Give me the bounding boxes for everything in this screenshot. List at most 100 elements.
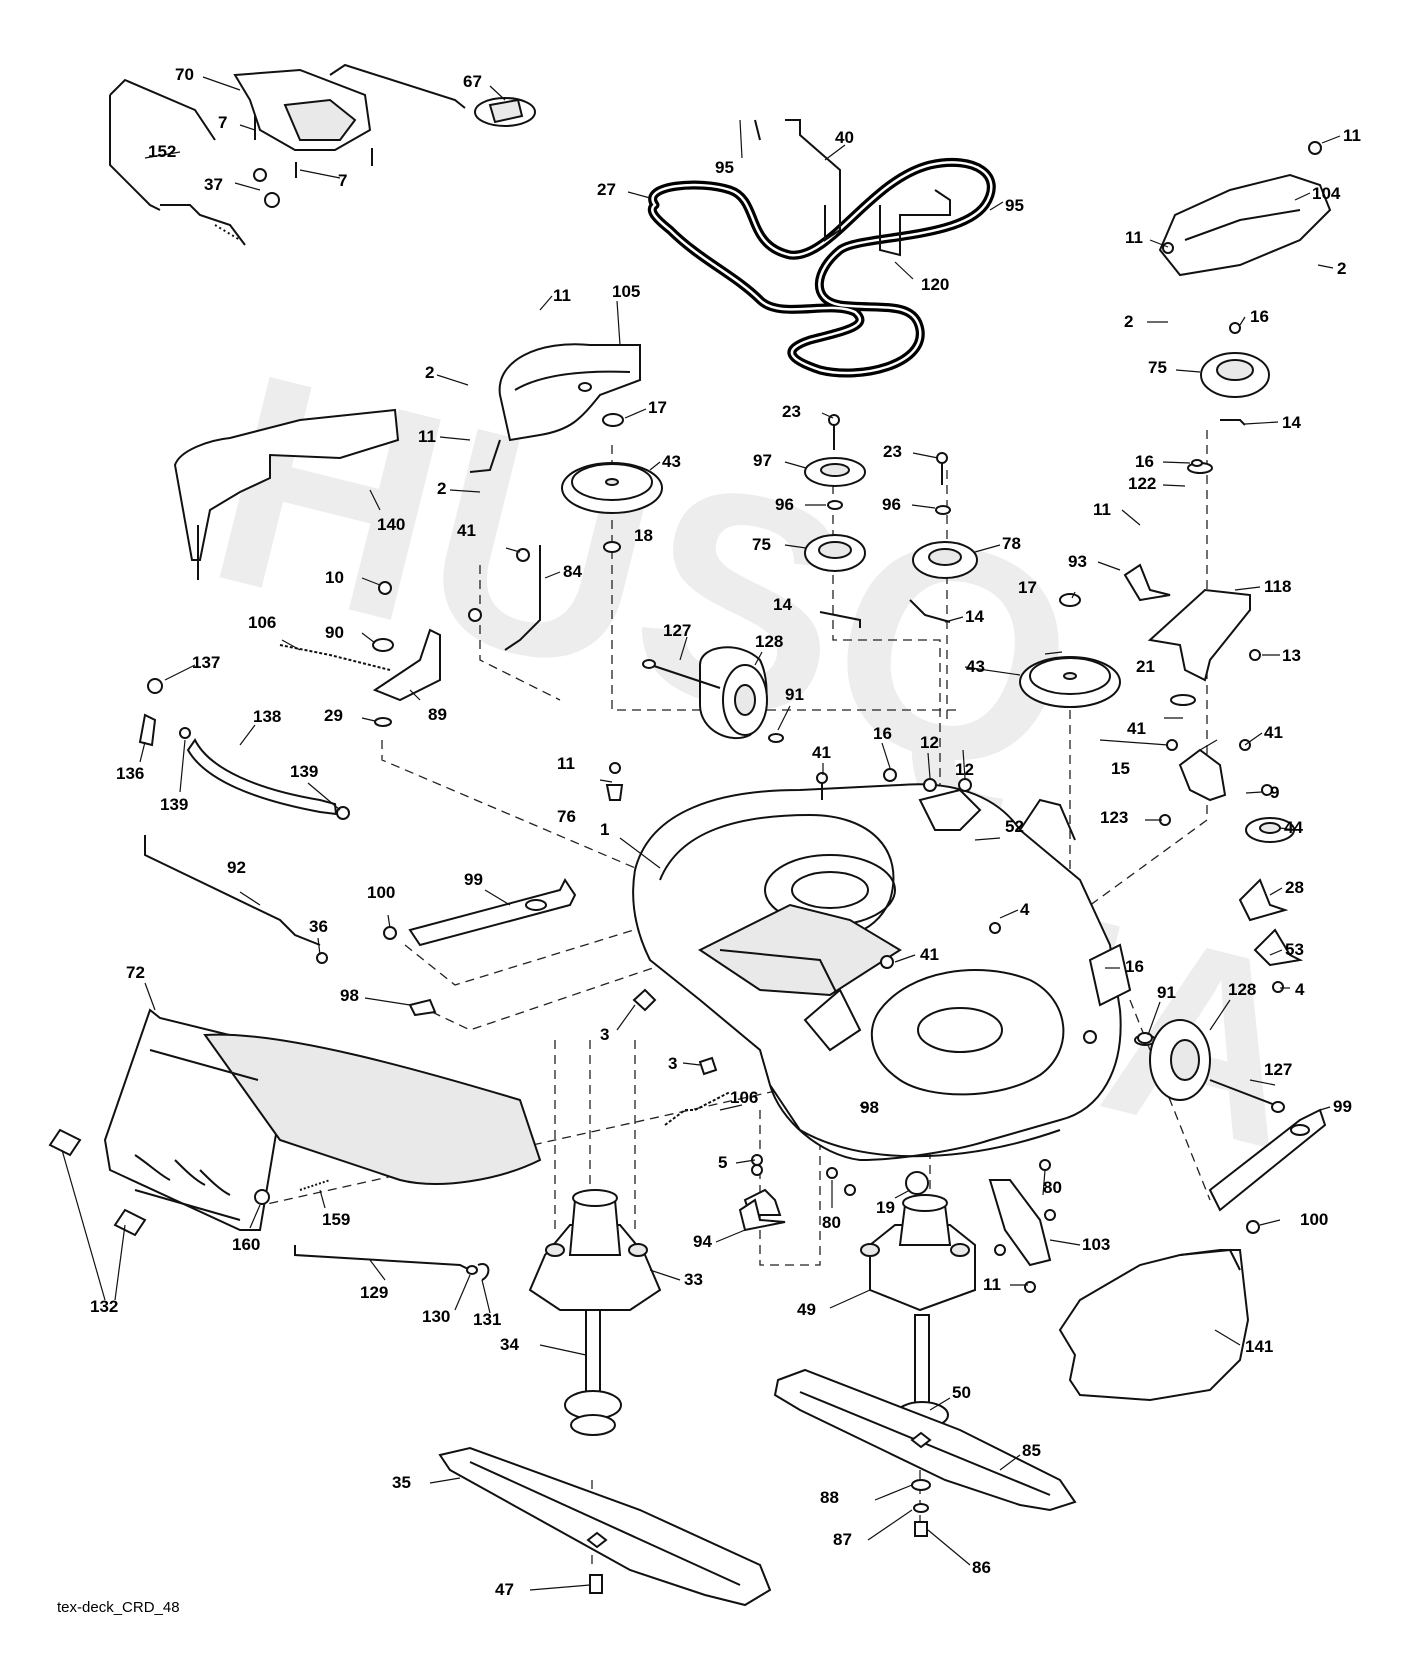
part-label: 18 bbox=[634, 526, 653, 545]
part-label: 11 bbox=[1093, 500, 1111, 519]
part-label: 11 bbox=[418, 427, 436, 446]
part-label: 23 bbox=[782, 402, 801, 421]
part-label: 4 bbox=[1295, 980, 1305, 999]
part-label: 84 bbox=[563, 562, 582, 581]
wash-hose bbox=[138, 678, 350, 820]
part-label: 95 bbox=[1005, 196, 1024, 215]
part-label: 67 bbox=[463, 72, 482, 91]
part-label: 122 bbox=[1128, 474, 1156, 493]
part-label: 106 bbox=[248, 613, 276, 632]
spindle-housing-left bbox=[528, 1189, 662, 1311]
spindle-housing-right bbox=[860, 1194, 976, 1312]
part-label: 80 bbox=[822, 1213, 841, 1232]
part-label: 128 bbox=[755, 632, 783, 651]
drive-belt bbox=[647, 157, 996, 378]
part-label: 88 bbox=[820, 1488, 839, 1507]
part-label: 152 bbox=[148, 142, 176, 161]
part-label: 127 bbox=[1264, 1060, 1292, 1079]
part-label: 41 bbox=[457, 521, 476, 540]
part-label: 159 bbox=[322, 1210, 350, 1229]
part-label: 40 bbox=[835, 128, 854, 147]
part-label: 105 bbox=[612, 282, 640, 301]
part-label: 141 bbox=[1245, 1337, 1273, 1356]
blade-right bbox=[773, 1368, 1077, 1537]
part-label: 14 bbox=[965, 607, 984, 626]
part-label: 103 bbox=[1082, 1235, 1110, 1254]
part-label: 98 bbox=[860, 1098, 879, 1117]
part-label: 10 bbox=[325, 568, 344, 587]
deck-hardware bbox=[605, 762, 1056, 1293]
part-label: 21 bbox=[1136, 657, 1155, 676]
part-label: 75 bbox=[1148, 358, 1167, 377]
part-label: 100 bbox=[1300, 1210, 1328, 1229]
part-label: 92 bbox=[227, 858, 246, 877]
part-label: 99 bbox=[464, 870, 483, 889]
part-label: 41 bbox=[1127, 719, 1146, 738]
pulley-43-right bbox=[1019, 656, 1121, 708]
part-label: 85 bbox=[1022, 1441, 1041, 1460]
part-label: 12 bbox=[955, 760, 974, 779]
part-label: 41 bbox=[920, 945, 939, 964]
blade-left bbox=[438, 1446, 772, 1607]
part-label: 7 bbox=[218, 113, 227, 132]
part-label: 23 bbox=[883, 442, 902, 461]
part-label: 1 bbox=[600, 820, 609, 839]
part-label: 89 bbox=[428, 705, 447, 724]
discharge-chute bbox=[103, 1008, 542, 1231]
part-label: 35 bbox=[392, 1473, 411, 1492]
part-label: 5 bbox=[718, 1153, 727, 1172]
part-label: 72 bbox=[126, 963, 145, 982]
hardware-small bbox=[602, 322, 1246, 706]
belt-cover-left bbox=[469, 343, 641, 473]
part-label: 96 bbox=[775, 495, 794, 514]
part-label: 15 bbox=[1111, 759, 1130, 778]
part-label: 47 bbox=[495, 1580, 514, 1599]
part-label: 16 bbox=[1250, 307, 1269, 326]
part-label: 11 bbox=[557, 754, 575, 773]
part-label: 17 bbox=[648, 398, 667, 417]
part-label: 11 bbox=[553, 286, 571, 305]
part-label: 2 bbox=[1124, 312, 1133, 331]
part-label: 138 bbox=[253, 707, 281, 726]
part-label: 17 bbox=[1018, 578, 1037, 597]
guard-103 bbox=[988, 1179, 1052, 1267]
part-label: 137 bbox=[192, 653, 220, 672]
part-label: 139 bbox=[290, 762, 318, 781]
deck-shield-141 bbox=[1058, 1248, 1250, 1402]
part-label: 129 bbox=[360, 1283, 388, 1302]
part-label: 19 bbox=[876, 1198, 895, 1217]
part-label: 16 bbox=[1135, 452, 1154, 471]
part-label: 12 bbox=[920, 733, 939, 752]
part-label: 36 bbox=[309, 917, 328, 936]
part-label: 98 bbox=[340, 986, 359, 1005]
part-label: 37 bbox=[204, 175, 223, 194]
idler-pulley-78 bbox=[912, 541, 978, 579]
pulley-43-left bbox=[561, 462, 663, 514]
part-label: 34 bbox=[500, 1335, 519, 1354]
part-labels: 70 67 7 7 152 37 95 40 27 95 120 11 104 … bbox=[90, 65, 1361, 1599]
part-label: 41 bbox=[812, 743, 831, 762]
part-label: 160 bbox=[232, 1235, 260, 1254]
part-label: 2 bbox=[437, 479, 446, 498]
belt-cover-right bbox=[1158, 141, 1332, 277]
part-label: 95 bbox=[715, 158, 734, 177]
part-label: 139 bbox=[160, 795, 188, 814]
part-label: 11 bbox=[983, 1275, 1001, 1294]
brackets-right bbox=[996, 563, 1304, 993]
part-label: 128 bbox=[1228, 980, 1256, 999]
leader-lines bbox=[61, 76, 1341, 1591]
part-label: 96 bbox=[882, 495, 901, 514]
part-label: 87 bbox=[833, 1530, 852, 1549]
idler-pulley-75-center bbox=[804, 534, 866, 572]
part-label: 90 bbox=[325, 623, 344, 642]
part-label: 91 bbox=[785, 685, 804, 704]
part-label: 14 bbox=[1282, 413, 1301, 432]
part-label: 44 bbox=[1284, 818, 1303, 837]
part-label: 9 bbox=[1270, 783, 1279, 802]
part-label: 100 bbox=[367, 883, 395, 902]
part-label: 29 bbox=[324, 706, 343, 725]
part-label: 97 bbox=[753, 451, 772, 470]
part-label: 16 bbox=[873, 724, 892, 743]
arm-99-left bbox=[383, 878, 577, 1017]
